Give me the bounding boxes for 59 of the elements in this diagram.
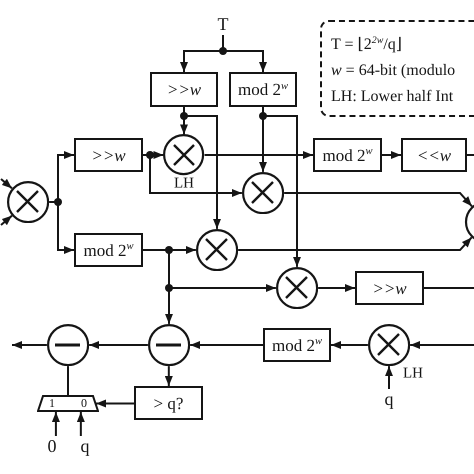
connector-line xyxy=(424,287,474,289)
arrow xyxy=(204,151,313,159)
note-text: w = 64-bit (modulo xyxy=(331,61,456,81)
arrow xyxy=(284,192,473,207)
note-text: T = ⌊2$^{2w}$/q⌋ xyxy=(331,34,402,55)
mode-label: LH xyxy=(403,366,423,382)
operation-label: <<w xyxy=(416,146,452,164)
operation-label: > q? xyxy=(154,394,184,412)
arrow xyxy=(331,341,368,349)
mux-input-label: 1 xyxy=(49,397,55,409)
arrow xyxy=(52,412,60,436)
arrow xyxy=(385,366,393,389)
arrow xyxy=(12,341,47,349)
connector-line xyxy=(467,154,474,156)
arrow xyxy=(318,284,355,292)
mode-label: LH xyxy=(174,176,194,192)
arrow xyxy=(96,400,134,408)
arrow xyxy=(164,366,173,386)
multiplier-circle xyxy=(163,134,205,176)
operation-box xyxy=(74,233,143,267)
arrow xyxy=(238,236,472,251)
connector-line xyxy=(67,366,69,395)
multiplier-circle xyxy=(196,228,238,272)
operation-box xyxy=(355,271,424,305)
note-box xyxy=(320,20,474,117)
arrow xyxy=(0,214,13,226)
operation-label: >>w xyxy=(91,146,126,164)
operation-label: >>w xyxy=(166,81,202,98)
operation-box xyxy=(134,386,203,420)
arrow xyxy=(190,341,263,349)
operation-label: >>w xyxy=(372,280,407,296)
signal-label: 0 xyxy=(44,436,60,457)
multiplier-circle xyxy=(242,172,284,214)
operation-label: mod 2$^{w}$ xyxy=(238,81,288,98)
multiplier-circle xyxy=(368,324,410,366)
multiplier-circle xyxy=(6,180,50,224)
operation-box xyxy=(313,138,382,172)
arrow xyxy=(0,178,13,190)
operation-box xyxy=(74,138,143,172)
operation-box xyxy=(229,72,297,107)
signal-label: q xyxy=(381,389,397,410)
mux-input-label: 0 xyxy=(81,397,87,409)
signal-label: q xyxy=(77,436,93,457)
arrow xyxy=(410,341,474,349)
subtractor-circle xyxy=(46,324,90,366)
arrow xyxy=(382,151,401,159)
arrow xyxy=(89,341,148,349)
signal-label: T xyxy=(213,14,233,35)
subtractor-circle xyxy=(148,324,190,366)
multiplier-circle xyxy=(276,266,318,310)
operation-box xyxy=(263,328,331,362)
operation-label: mod 2$^{w}$ xyxy=(322,146,372,164)
arrow xyxy=(76,412,85,436)
operation-box xyxy=(401,138,467,172)
operation-label: mod 2$^{w}$ xyxy=(272,336,322,354)
note-text: LH: Lower half Int xyxy=(331,87,454,107)
operation-box xyxy=(150,72,218,107)
operation-label: mod 2$^{w}$ xyxy=(83,242,134,258)
multiplexer xyxy=(37,395,99,412)
